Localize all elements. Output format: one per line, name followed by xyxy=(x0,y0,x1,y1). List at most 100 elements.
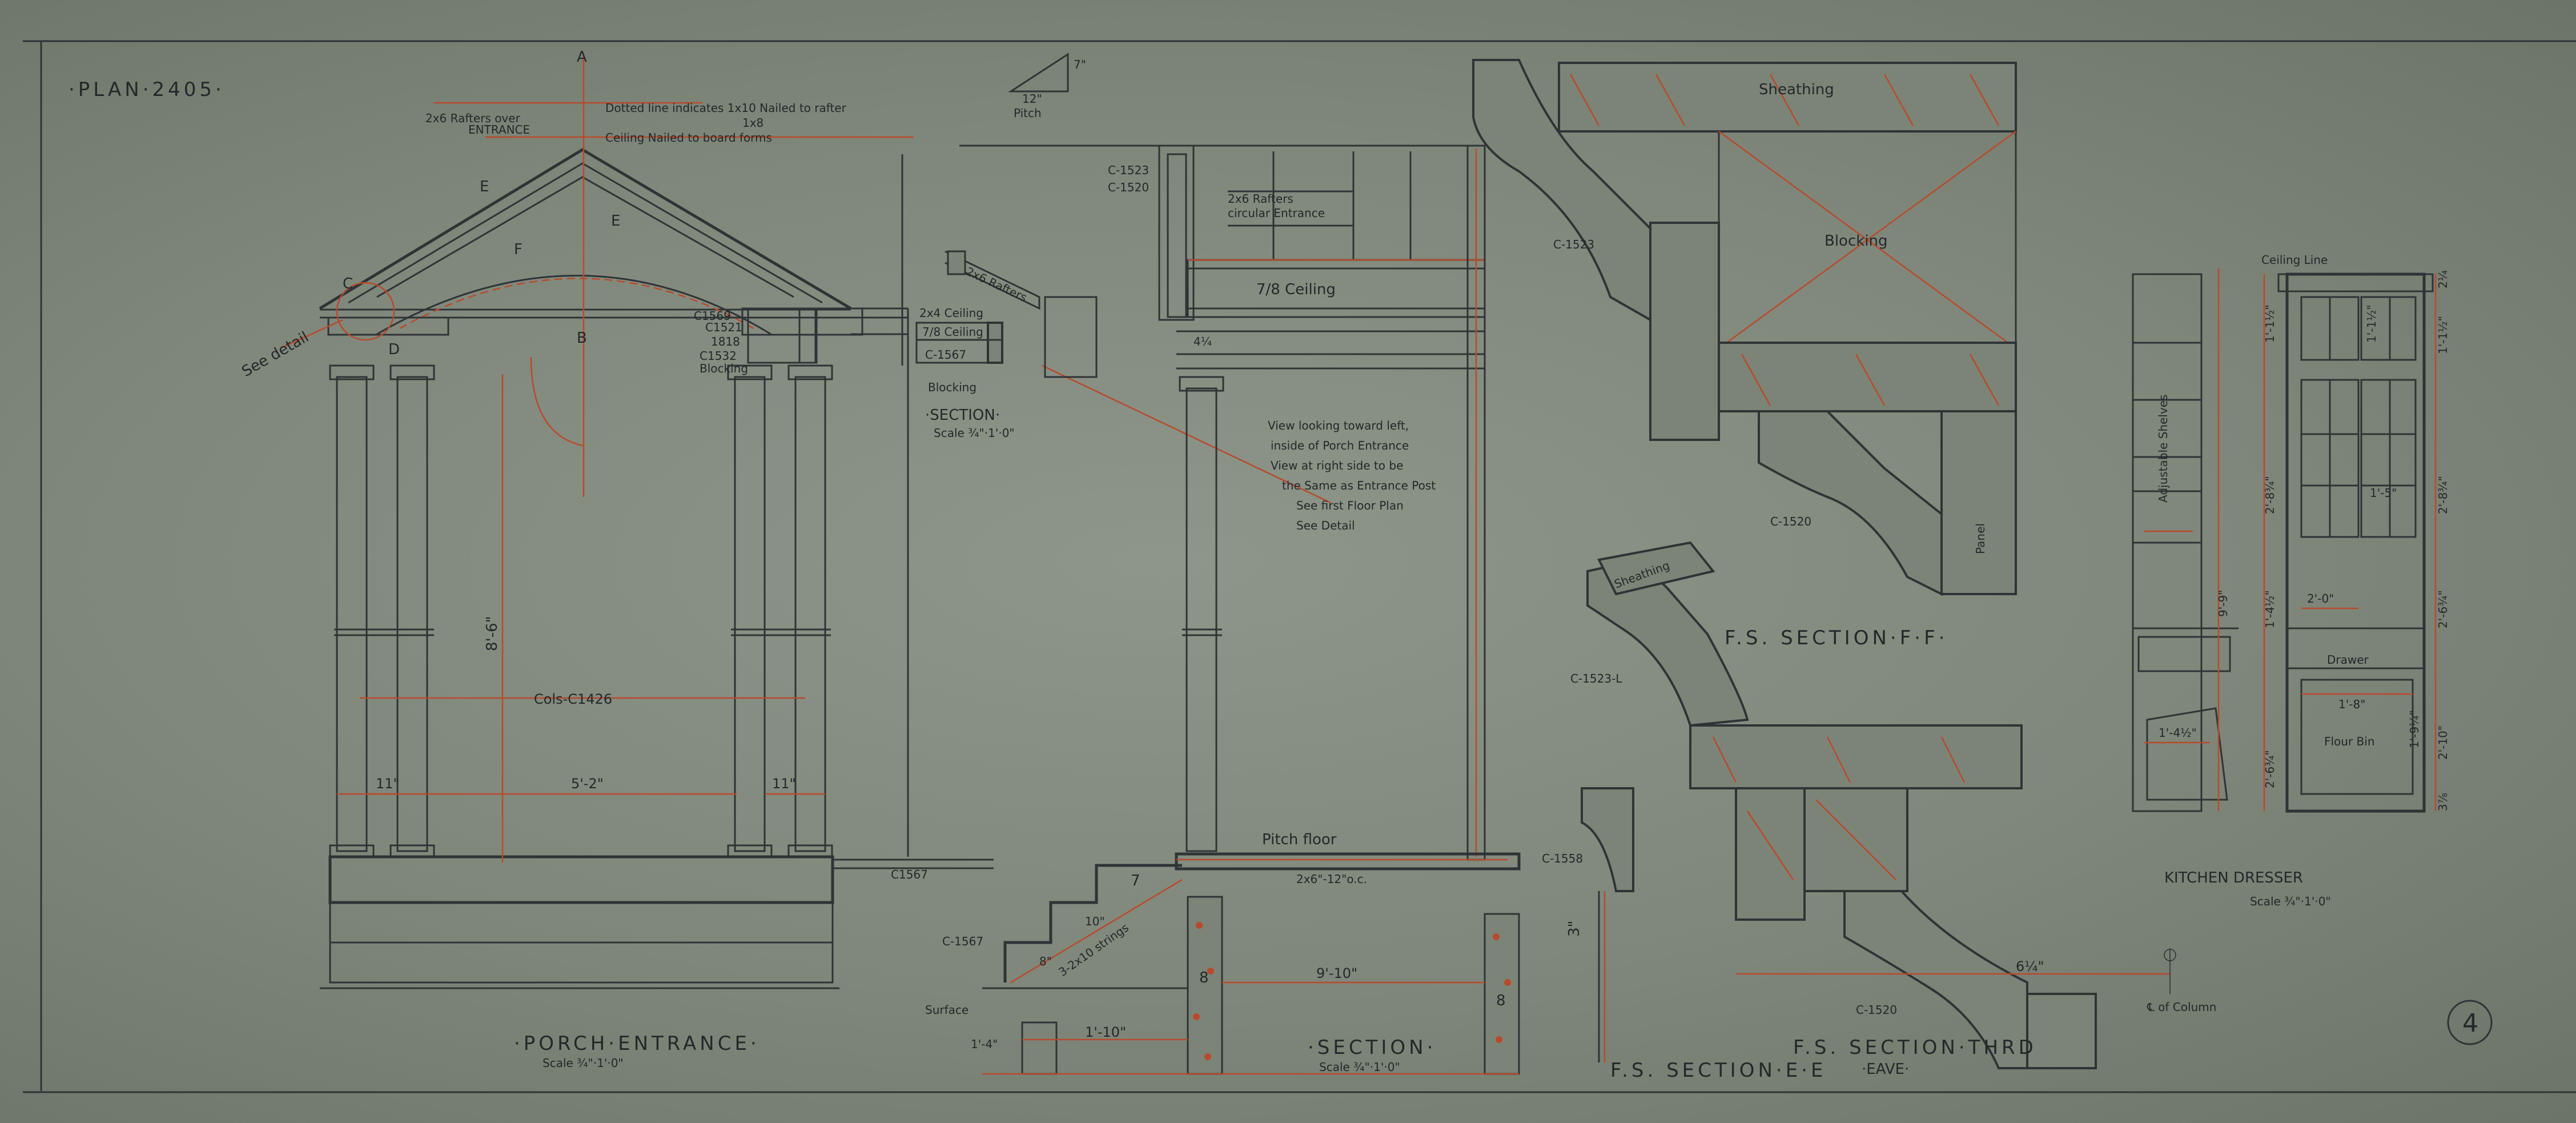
mark-a: A xyxy=(577,49,587,66)
ff-sheathing: Sheathing xyxy=(1759,81,1834,98)
ff-title: F.S. SECTION·F·F· xyxy=(1725,627,1948,649)
dim-1-10: 1'-10" xyxy=(1085,1024,1126,1040)
left-11-dimension: 11" xyxy=(376,776,400,792)
small-ceiling2-note: 7/8 Ceiling xyxy=(922,325,983,339)
pitch-rise: 7" xyxy=(1074,58,1086,71)
adjustable-shelves: Adjustable Shelves xyxy=(2156,395,2170,503)
svg-text:2¼: 2¼ xyxy=(2436,270,2450,288)
view-note: View looking toward left, inside of Porc… xyxy=(1268,419,1436,532)
small-c1567-note: C-1567 xyxy=(925,348,966,362)
svg-text:View looking toward left,: View looking toward left, xyxy=(1268,419,1409,432)
stair-rise: 7 xyxy=(1131,872,1140,889)
ee-dim: 3" xyxy=(1566,920,1583,937)
pier-dim-8a: 8 xyxy=(1199,969,1209,986)
svg-text:1'-1½": 1'-1½" xyxy=(2263,304,2277,343)
dim-1-4: 1'-4" xyxy=(971,1037,998,1051)
pier-dim-8b: 8 xyxy=(1496,992,1506,1009)
fs-section-ff: Sheathing Blocking C-1523 C-1520 Panel F… xyxy=(1472,59,2017,649)
c1532-label: C1532 xyxy=(700,349,737,363)
dim-9-10: 9'-10" xyxy=(1316,965,1357,981)
ff-c1523: C-1523 xyxy=(1553,238,1594,251)
svg-text:2'-6¾": 2'-6¾" xyxy=(2263,750,2277,788)
fs-section-ee: C-1558 3" F.S. SECTION·E·E xyxy=(1542,787,1826,1082)
see-detail-note: See detail xyxy=(239,328,312,380)
sheet-number: 4 xyxy=(2447,1000,2493,1045)
third-dim: 6¼" xyxy=(2016,958,2044,974)
third-c1520: C-1520 xyxy=(1856,1003,1897,1017)
strings-label: 3-2x10 strings xyxy=(1056,921,1131,979)
third-c1523: C-1523-L xyxy=(1570,672,1622,685)
ff-panel: Panel xyxy=(1974,523,1987,554)
section-ceiling: 7/8 Ceiling xyxy=(1256,281,1336,298)
small-section-title: ·SECTION· xyxy=(925,407,1000,424)
small-blocking-note: Blocking xyxy=(928,380,976,394)
blocking-label: Blocking xyxy=(700,362,748,375)
dresser-inner-1: 1'-1½" xyxy=(2365,304,2378,343)
small-ceiling-note: 2x4 Ceiling xyxy=(919,306,983,320)
column-centerline: ℄ of Column xyxy=(2147,948,2216,1014)
svg-text:See first Floor Plan: See first Floor Plan xyxy=(1296,499,1404,512)
section-circular: circular Entrance xyxy=(1228,206,1325,220)
svg-text:3⅞: 3⅞ xyxy=(2436,793,2450,811)
section-c1523: C-1523 xyxy=(1108,163,1149,177)
note-rafters: 2x6 Rafters over xyxy=(425,111,521,125)
section-c1520: C-1520 xyxy=(1108,181,1149,194)
mark-d: D xyxy=(388,341,400,358)
height-dimension: 8'-6" xyxy=(484,616,501,651)
section-dim-4: 4¼ xyxy=(1193,335,1212,348)
dresser-inner-5: 1'-9¼" xyxy=(2408,710,2421,748)
third-subtitle: ·EAVE· xyxy=(1862,1061,1909,1078)
sheet-number-text: 4 xyxy=(2462,1009,2480,1038)
porch-columns xyxy=(329,364,833,858)
svg-text:2'-10": 2'-10" xyxy=(2436,725,2450,760)
svg-text:2'-8¾": 2'-8¾" xyxy=(2436,476,2450,514)
dresser-title: KITCHEN DRESSER xyxy=(2164,869,2303,887)
drawer-label: Drawer xyxy=(2327,653,2369,667)
ff-c1520: C-1520 xyxy=(1770,515,1811,528)
note-dotted-line: Dotted line indicates 1x10 Nailed to raf… xyxy=(605,101,847,115)
ceiling-line: Ceiling Line xyxy=(2261,253,2328,267)
dresser-scale: Scale ¾"·1'·0" xyxy=(2250,895,2331,908)
ee-title: F.S. SECTION·E·E xyxy=(1610,1059,1826,1082)
c1818-label: 1818 xyxy=(711,335,740,348)
stair-tread: 10" xyxy=(1085,915,1105,928)
section-rafters: 2x6 Rafters xyxy=(1228,192,1293,206)
porch-entrance-elevation: 2x6 Rafters over ENTRANCE Dotted line in… xyxy=(239,49,994,1070)
columns-note: Cols-C1426 xyxy=(534,691,612,707)
svg-text:See Detail: See Detail xyxy=(1296,519,1355,532)
dresser-inner-2: 1'-5" xyxy=(2370,486,2397,500)
c1521-label: C1521 xyxy=(705,320,742,334)
dresser-right-dims: 2¼ 1'-1½" 2'-8¾" 2'-6¾" 2'-10" 3⅞ xyxy=(2436,270,2450,811)
porch-section: C-1523 C-1520 2x6 Rafters circular Entra… xyxy=(925,145,1521,1075)
mark-e: E xyxy=(480,178,489,195)
overall-height: 9'-9" xyxy=(2216,590,2230,617)
pitch-floor-label: Pitch floor xyxy=(1262,831,1337,848)
dresser-inner-6: 1'-4½" xyxy=(2159,726,2197,740)
small-cornice-section: 2x6 Rafters 2x4 Ceiling 7/8 Ceiling C-15… xyxy=(915,250,1331,504)
centerline-label: ℄ of Column xyxy=(2147,1000,2216,1014)
fs-section-third: Sheathing C-1523-L C-1520 6¼" F.S. SECTI… xyxy=(1570,541,2170,1078)
roof-pitch-symbol: 7" 12" Pitch xyxy=(1007,53,1086,120)
mark-f: F xyxy=(514,241,523,258)
right-11-dimension: 11" xyxy=(772,776,796,792)
pitch-label: Pitch xyxy=(1014,106,1042,120)
small-section-scale: Scale ¾"·1'·0" xyxy=(934,426,1015,440)
dresser-inner-3: 2'-0" xyxy=(2307,592,2334,605)
stair-step: 8" xyxy=(1039,954,1052,968)
kitchen-dresser: Ceiling Line Adjustable Shelves Drawer F… xyxy=(2132,253,2450,908)
mark-c: C xyxy=(343,275,353,292)
porch-entrance-scale: Scale ¾"·1'·0" xyxy=(542,1056,624,1070)
note-entrance: ENTRANCE xyxy=(468,123,530,137)
note-1x8: 1x8 xyxy=(742,116,763,130)
dresser-left-dims: 1'-1½" 2'-8¾" 1'-4½" 2'-6¾" xyxy=(2263,304,2277,788)
section-title: ·SECTION· xyxy=(1308,1036,1436,1059)
surface-label: Surface xyxy=(925,1003,968,1017)
svg-text:1'-1½": 1'-1½" xyxy=(2436,316,2450,354)
pitch-run: 12" xyxy=(1022,92,1042,106)
svg-text:View at right side to be: View at right side to be xyxy=(1271,459,1403,472)
joists-label: 2x6"-12"o.c. xyxy=(1296,872,1367,886)
c1569-label: C1569 xyxy=(694,309,731,323)
dresser-inner-4: 1'-8" xyxy=(2338,697,2365,711)
